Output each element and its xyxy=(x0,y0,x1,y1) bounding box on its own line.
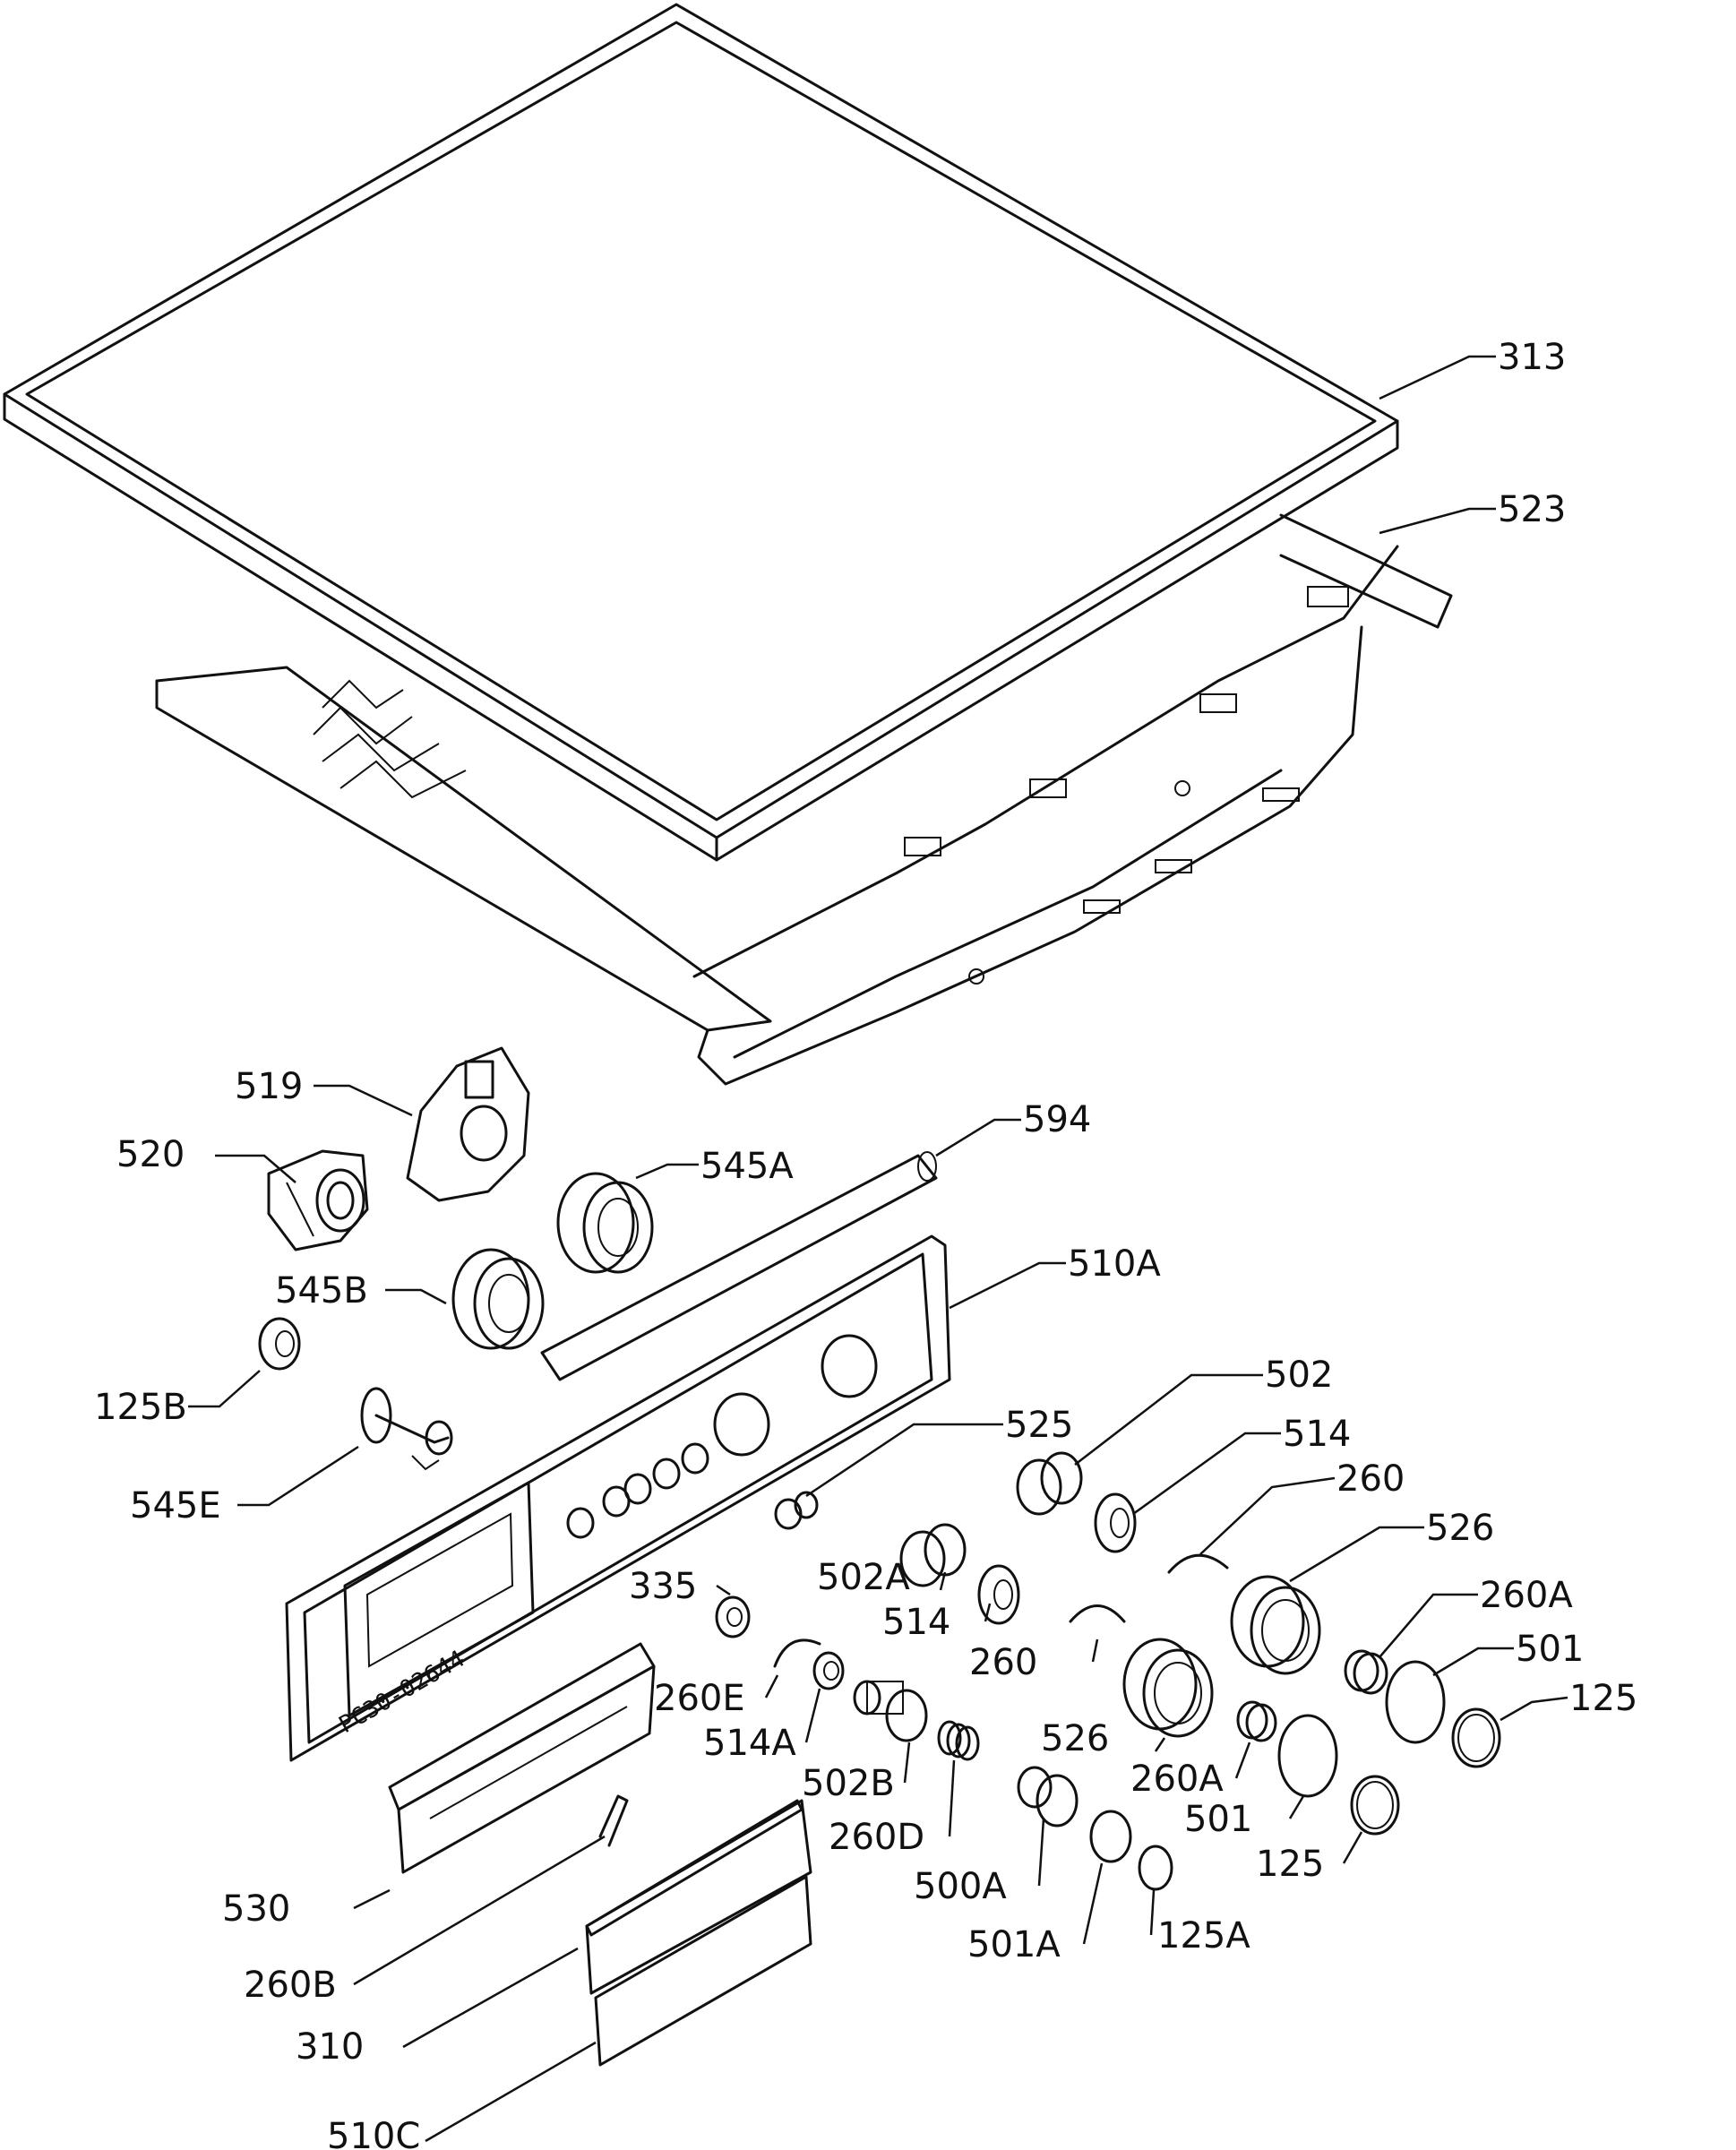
part-500A xyxy=(1017,1766,1079,1828)
part-525-button xyxy=(774,1491,819,1530)
label-525: 525 xyxy=(1005,1405,1073,1446)
part-260A-spring xyxy=(1344,1649,1388,1695)
label-530: 530 xyxy=(222,1888,290,1930)
part-310-panel xyxy=(585,1799,812,1995)
part-502A-cap xyxy=(899,1523,967,1587)
part-594-rod xyxy=(540,1151,938,1381)
part-514-holder xyxy=(1094,1492,1137,1553)
label-526: 526 xyxy=(1426,1508,1494,1549)
label-260-lower: 260 xyxy=(969,1642,1037,1683)
part-545B-knob xyxy=(451,1248,545,1350)
label-313: 313 xyxy=(1498,337,1566,378)
label-502B: 502B xyxy=(802,1763,895,1804)
label-260: 260 xyxy=(1336,1458,1405,1500)
part-502B xyxy=(853,1680,928,1742)
part-510A-control-panel: PC30-02644 xyxy=(285,1234,951,1762)
part-523-frame xyxy=(155,513,1453,1086)
label-545E: 545E xyxy=(130,1485,221,1526)
label-125B: 125B xyxy=(94,1387,187,1428)
part-125-clip xyxy=(1451,1707,1501,1768)
part-530-dispenser-handle xyxy=(388,1642,656,1874)
part-501A xyxy=(1089,1810,1132,1863)
part-125-clip-2 xyxy=(1350,1775,1400,1836)
label-335: 335 xyxy=(629,1566,697,1607)
label-500A: 500A xyxy=(914,1866,1007,1907)
part-514A xyxy=(812,1651,845,1690)
part-545A-knob xyxy=(556,1172,654,1274)
part-260B-spring xyxy=(598,1794,629,1847)
part-526-bush xyxy=(1230,1575,1321,1675)
part-526-bush-2 xyxy=(1122,1638,1214,1738)
part-514-holder-2 xyxy=(977,1564,1020,1625)
label-260A-lower: 260A xyxy=(1130,1759,1224,1800)
part-125A xyxy=(1138,1845,1173,1891)
label-260E: 260E xyxy=(654,1678,745,1719)
label-260B: 260B xyxy=(244,1965,337,2006)
part-260D-spring xyxy=(937,1720,980,1761)
label-125A: 125A xyxy=(1157,1915,1250,1956)
part-125B xyxy=(258,1317,301,1371)
label-125-lower: 125 xyxy=(1256,1844,1324,1885)
label-501-lower: 501 xyxy=(1184,1799,1252,1840)
label-501A: 501A xyxy=(967,1924,1061,1965)
label-260D: 260D xyxy=(829,1817,924,1858)
label-520: 520 xyxy=(116,1134,185,1175)
label-523: 523 xyxy=(1498,489,1566,530)
part-260E-spring xyxy=(773,1638,821,1668)
part-501-ring xyxy=(1385,1660,1446,1744)
part-313-worktop xyxy=(3,3,1399,862)
leader-lines xyxy=(188,355,1568,2143)
label-501: 501 xyxy=(1516,1629,1584,1670)
label-545A: 545A xyxy=(700,1146,794,1187)
label-594: 594 xyxy=(1023,1099,1091,1140)
part-545E xyxy=(360,1387,453,1471)
label-125: 125 xyxy=(1569,1678,1637,1719)
part-502-cap xyxy=(1016,1451,1083,1516)
label-510A: 510A xyxy=(1068,1243,1161,1285)
label-514-lower: 514 xyxy=(882,1602,950,1643)
label-545B: 545B xyxy=(275,1270,368,1312)
label-519: 519 xyxy=(235,1066,303,1107)
label-514A: 514A xyxy=(703,1723,796,1764)
label-310: 310 xyxy=(296,2026,364,2068)
label-526-lower: 526 xyxy=(1041,1718,1109,1759)
part-510C-cover xyxy=(594,1875,812,2067)
part-335 xyxy=(715,1595,751,1638)
label-502: 502 xyxy=(1265,1354,1333,1396)
part-260-spring xyxy=(1167,1553,1229,1574)
label-510C: 510C xyxy=(327,2116,420,2150)
part-labels: 313 523 519 520 545A 594 510A 545B 125B … xyxy=(94,337,1637,2150)
label-260A: 260A xyxy=(1480,1575,1573,1616)
part-501-ring-2 xyxy=(1277,1714,1338,1798)
part-520-selector xyxy=(267,1149,369,1251)
part-260A-spring-2 xyxy=(1236,1700,1277,1742)
drawing-code: PC30-02644 xyxy=(335,1646,470,1739)
part-260-spring-2 xyxy=(1069,1604,1126,1623)
label-514: 514 xyxy=(1283,1414,1351,1455)
label-502A: 502A xyxy=(817,1557,910,1598)
part-519-programmer xyxy=(406,1046,530,1202)
